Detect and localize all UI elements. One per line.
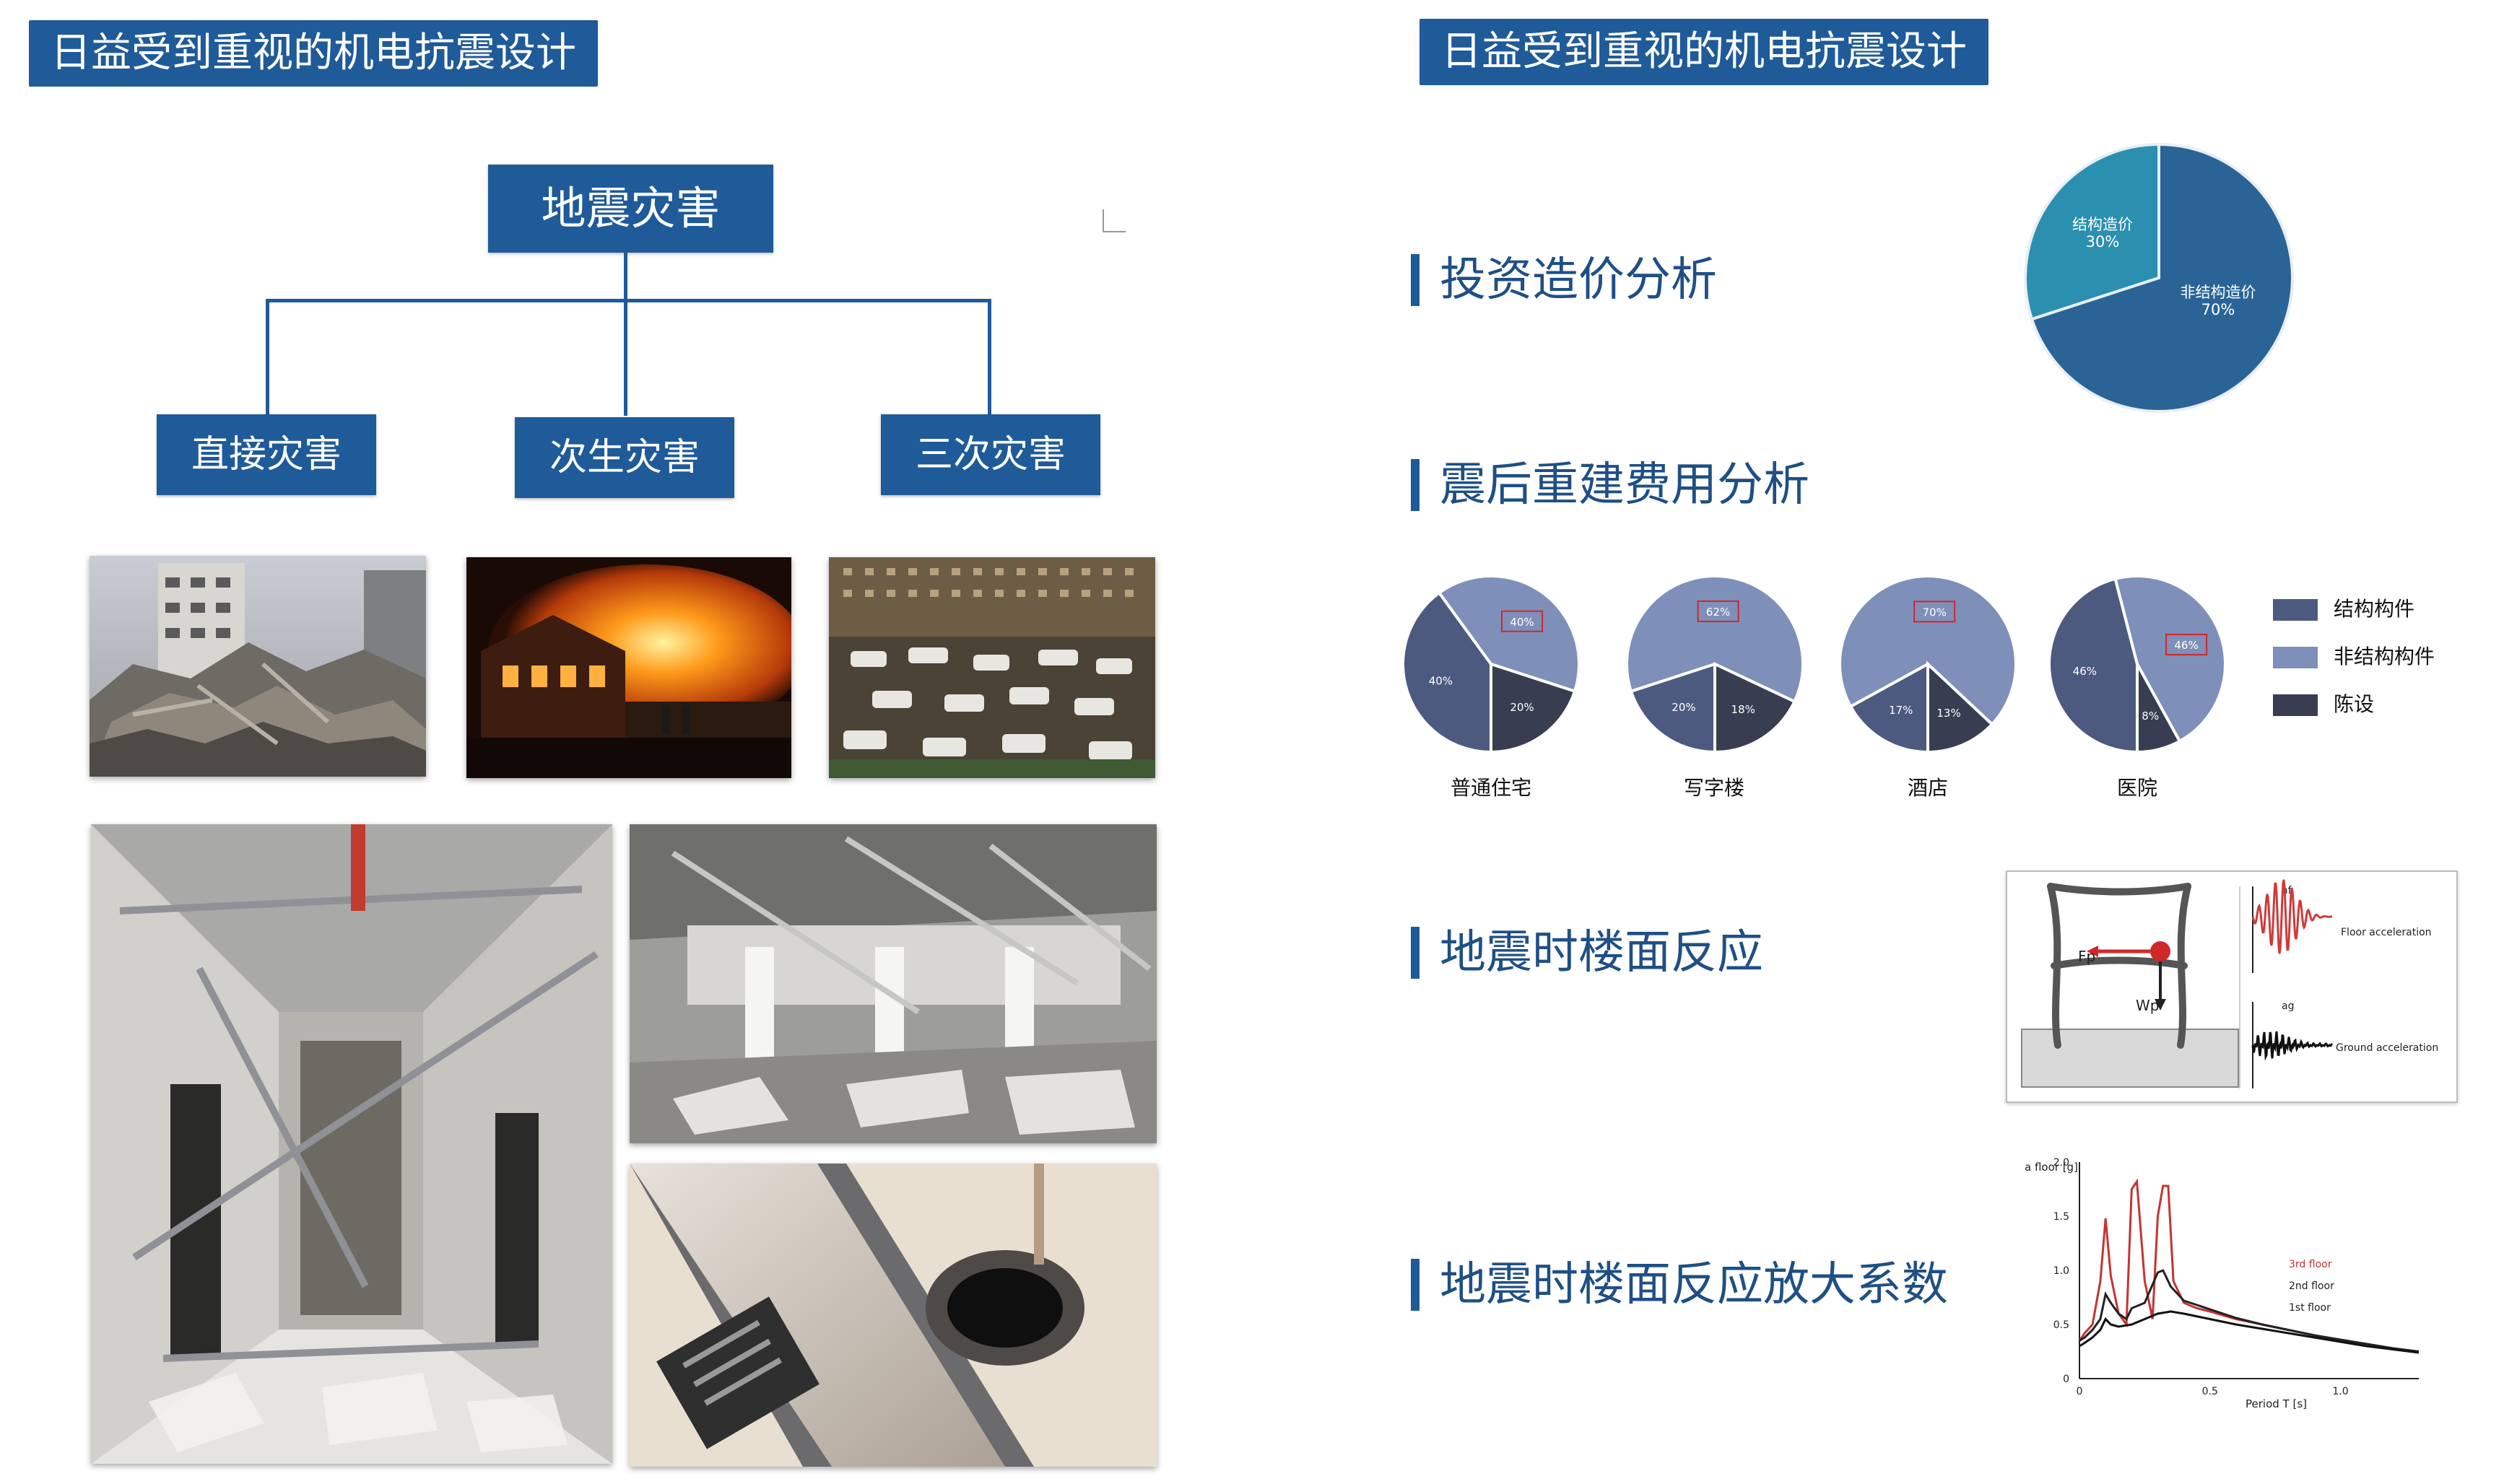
pie-slice-pct: 20% (1510, 701, 1534, 714)
pie-slice-pct: 46% (2174, 639, 2198, 652)
tree-connector (266, 299, 269, 416)
pie-slice (1926, 660, 1994, 754)
section-title: 地震时楼面反应 (1440, 926, 1763, 979)
legend-swatch (2273, 694, 2318, 716)
pie-slice (1838, 575, 2017, 727)
tree-child-node: 直接灾害 (157, 414, 376, 495)
x-tick-label: 1.0 (2332, 1386, 2348, 1397)
pie-label: 酒店 (1907, 776, 1948, 800)
floor-response-diagram: Fp Wp af ag Floor acceleration Ground ac… (2006, 870, 2458, 1103)
section-bar (1411, 927, 1420, 979)
highlight-box (1913, 601, 1956, 623)
pie-slice-pct: 17% (1889, 704, 1913, 717)
highlight-box (2165, 634, 2208, 656)
pie-label: 医院 (2116, 776, 2157, 800)
pie-slice-pct: 20% (1672, 701, 1695, 714)
y-tick-label: 0 (2063, 1374, 2069, 1385)
legend-label: 非结构构件 (2334, 645, 2435, 668)
pie-slice (2048, 577, 2139, 754)
highlight-box (1697, 600, 1739, 622)
pie-slice-pct: 62% (1706, 606, 1730, 619)
section-bar (1411, 1259, 1420, 1311)
chart-ylabel: a floor [g] (2025, 1161, 2078, 1174)
pie-slice (1848, 661, 1929, 754)
pie-slice-pct: 70% (1923, 606, 1947, 619)
right-page-title: 日益受到重视的机电抗震设计 (1420, 19, 1988, 85)
pie-slice (1401, 590, 1492, 754)
pie-slice-pct: 13% (1936, 707, 1960, 720)
pie-slice (1625, 575, 1804, 704)
pie-slice (1629, 662, 1716, 754)
legend-item: 结构构件 (2273, 595, 2414, 624)
pie-slice (2136, 663, 2182, 754)
section-bar (1411, 254, 1420, 306)
pie-slice-pct: 46% (2073, 665, 2097, 678)
pie-slice-pct: 8% (2142, 710, 2159, 723)
floor-acc-label: Floor acceleration (2341, 927, 2432, 938)
amplification-line-chart: a floor [g] Period T [s] 2.0 1.5 1.0 0.5 00 0… (2025, 1157, 2420, 1410)
section-title: 震后重建费用分析 (1440, 458, 1809, 512)
ground-acceleration-wave (2251, 1031, 2334, 1061)
highlight-box (1501, 610, 1544, 632)
ground-acc-label: Ground acceleration (2336, 1042, 2438, 1054)
tree-child-node: 次生灾害 (515, 417, 734, 498)
pie-slice-pct: 18% (1731, 703, 1755, 716)
pie-label: 普通住宅 (1450, 776, 1531, 800)
tree-connector (624, 253, 627, 300)
x-tick-label: 0.5 (2202, 1386, 2218, 1397)
fp-label: Fp (2078, 948, 2095, 965)
x-tick-label: 0 (2077, 1386, 2083, 1397)
series-line (2079, 1310, 2420, 1354)
legend-label: 结构构件 (2334, 597, 2415, 621)
pie-slice (1490, 662, 1577, 754)
fire-disaster-photo (466, 557, 791, 778)
series-legend-label: 3rd floor (2289, 1259, 2332, 1270)
tree-connector (988, 299, 991, 416)
pie-slice (1713, 661, 1797, 754)
wp-label: Wp (2136, 997, 2159, 1014)
series-legend-label: 2nd floor (2289, 1280, 2334, 1292)
y-tick-label: 1.0 (2053, 1265, 2069, 1277)
evacuation-crowd-photo (829, 557, 1155, 778)
pie-slice (2024, 142, 2160, 321)
pie-slice (2030, 142, 2294, 413)
legend-swatch (2273, 647, 2318, 668)
series-legend-label: 1st floor (2289, 1302, 2331, 1314)
damaged-corridor-photo (91, 824, 612, 1464)
investment-pie-chart: 结构造价 30% 非结构造价 70% (2024, 142, 2294, 413)
legend-label: 陈设 (2334, 692, 2375, 716)
pipe-damage-photo (630, 1164, 1157, 1467)
legend-item: 陈设 (2273, 690, 2374, 719)
pie-slice-pct: 70% (2201, 301, 2235, 318)
floor-acceleration-wave (2251, 879, 2333, 954)
tree-connector (624, 299, 627, 416)
chart-xlabel: Period T [s] (2246, 1397, 2307, 1410)
rebuild-cost-pies: 40% 40% 20% 20% 62% 18% 17% 70% 13% 46% 46% 8% (1401, 575, 2224, 754)
legend-swatch (2273, 599, 2318, 621)
section-bar (1411, 459, 1420, 511)
pie-slice-label: 非结构造价 (2181, 284, 2256, 301)
pie-label: 写字楼 (1683, 776, 1744, 800)
pie-slice-pct: 40% (1510, 616, 1534, 629)
collapsed-building-photo (90, 556, 426, 777)
y-tick-label: 1.5 (2053, 1211, 2069, 1223)
section-title: 投资造价分析 (1440, 253, 1717, 307)
tree-connector (266, 299, 991, 302)
pie-slice (1437, 575, 1581, 694)
corner-mark (1103, 209, 1126, 232)
tree-root-node: 地震灾害 (488, 165, 773, 253)
legend-item: 非结构构件 (2273, 642, 2435, 671)
ag-label: ag (2282, 1000, 2294, 1012)
pie-slice-label: 结构造价 (2072, 216, 2133, 233)
y-tick-label: 0.5 (2053, 1319, 2069, 1331)
y-tick-label: 2.0 (2053, 1157, 2069, 1169)
pie-slice (2113, 575, 2224, 743)
ceiling-collapse-photo (630, 824, 1157, 1143)
series-line (2079, 1269, 2420, 1353)
pie-slice-pct: 40% (1429, 675, 1453, 688)
tree-child-node: 三次灾害 (881, 414, 1100, 495)
left-page-title: 日益受到重视的机电抗震设计 (29, 20, 598, 87)
section-title: 地震时楼面反应放大系数 (1440, 1258, 1948, 1311)
pie-slice-pct: 30% (2086, 233, 2120, 250)
